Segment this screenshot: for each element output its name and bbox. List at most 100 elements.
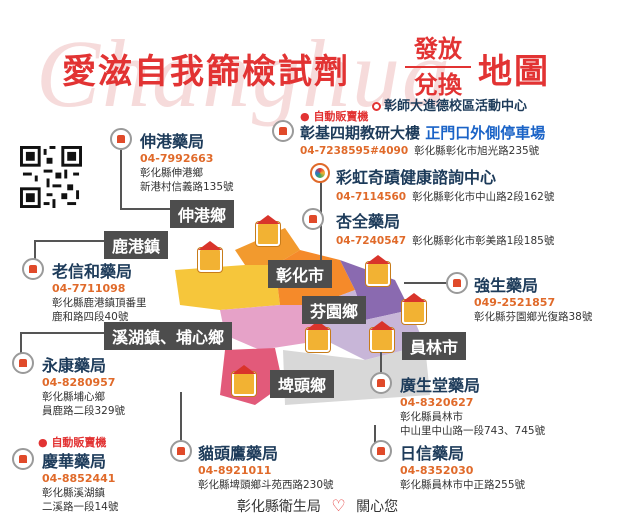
map-house-changhua[interactable] xyxy=(366,255,390,286)
connector-xihu-v xyxy=(20,332,22,354)
store-phone-caihong: 04-7114560 xyxy=(336,191,407,203)
building-pin-icon[interactable] xyxy=(272,120,294,142)
store-pin-rixin[interactable] xyxy=(370,440,392,462)
store-addr-caihong: 彰化縣彰化市中山路2段162號 xyxy=(412,191,555,203)
store-addr1-qinghua: 彰化縣溪湖鎮 xyxy=(42,487,105,499)
vending-label-top-text: 自動販賣機 xyxy=(313,110,369,123)
store-pin-shengang[interactable] xyxy=(110,128,132,150)
map-house-yuanlin[interactable] xyxy=(370,321,394,352)
store-addr2-yongkang: 員鹿路二段329號 xyxy=(42,405,126,417)
store-pin-qinghua[interactable] xyxy=(12,448,34,470)
connector-rixin xyxy=(374,425,376,445)
store-info-qinghua: 04-8852441 彰化縣溪湖鎮 二溪路一段14號 xyxy=(42,472,118,514)
region-label-fenyuan: 芬園鄉 xyxy=(302,296,367,324)
store-phone-xingquan: 04-7240547 xyxy=(336,235,407,247)
store-name-guangsheng: 廣生堂藥局 xyxy=(400,376,481,395)
store-phone-rixin: 04-8352030 xyxy=(400,464,474,477)
store-pin-yongkang[interactable] xyxy=(12,352,34,374)
region-lugang-shape xyxy=(175,265,280,310)
store-addr1-laoxinhe: 彰化縣鹿港鎮頂番里 xyxy=(52,297,147,309)
region-xihu-shape xyxy=(220,305,325,350)
store-pin-xingquan[interactable] xyxy=(302,208,324,230)
store-name-caihong: 彩虹奇蹟健康諮詢中心 xyxy=(336,168,497,187)
rainbow-icon[interactable] xyxy=(310,163,330,183)
store-info-qiangsheng: 049-2521857 彰化縣芬園鄉光復路38號 xyxy=(474,296,592,324)
store-name-xingquan: 杏全藥局 xyxy=(336,212,401,231)
store-phone-qiangsheng: 049-2521857 xyxy=(474,296,556,309)
building-address: 彰化縣彰化市旭光路235號 xyxy=(414,145,540,157)
region-label-xihu: 溪湖鎮、埔心鄉 xyxy=(104,322,233,350)
connector-shengang-h xyxy=(120,208,170,210)
store-name-maotouying: 貓頭鷹藥局 xyxy=(198,444,279,463)
connector-laoxinhe-v xyxy=(34,240,36,262)
footer: 彰化縣衛生局 ♡ 關心您 xyxy=(0,496,635,516)
store-info-guangsheng: 04-8320627 彰化縣員林市 中山里中山路一段743、745號 xyxy=(400,396,545,438)
store-pin-qiangsheng[interactable] xyxy=(446,272,468,294)
store-info-maotouying: 04-8921011 彰化縣埤頭鄉斗苑西路230號 xyxy=(198,464,334,492)
connector-pitou xyxy=(180,392,182,442)
store-info-laoxinhe: 04-7711098 彰化縣鹿港鎮頂番里 鹿和路四段40號 xyxy=(52,282,147,324)
store-phone-qinghua: 04-8852441 xyxy=(42,472,116,485)
connector-qiangsheng xyxy=(404,282,452,284)
store-phone-shengang: 04-7992663 xyxy=(140,152,214,165)
campus-note: 彰師大進德校區活動中心 xyxy=(372,95,527,114)
map-house-lugang[interactable] xyxy=(198,241,222,272)
store-addr2-qinghua: 二溪路一段14號 xyxy=(42,501,119,513)
connector-shengang xyxy=(120,150,122,208)
store-name-qiangsheng: 強生藥局 xyxy=(474,276,539,295)
building-headline: 彰基四期教研大樓 正門口外側停車場 xyxy=(300,122,545,143)
watermark-text: Changhua xyxy=(36,20,453,127)
store-info-xingquan: 04-7240547 彰化縣彰化市彰美路1段185號 xyxy=(336,234,554,248)
store-pin-maotouying[interactable] xyxy=(170,440,192,462)
store-phone-guangsheng: 04-8320627 xyxy=(400,396,474,409)
vending-label-top: ● 自動販賣機 xyxy=(300,110,369,123)
store-addr-xingquan: 彰化縣彰化市彰美路1段185號 xyxy=(412,235,555,247)
store-addr2-laoxinhe: 鹿和路四段40號 xyxy=(52,311,129,323)
footer-tagline: 關心您 xyxy=(356,499,399,515)
store-addr2-guangsheng: 中山里中山路一段743、745號 xyxy=(400,425,546,437)
store-pin-guangsheng[interactable] xyxy=(370,372,392,394)
title-stack: 發放 兌換 xyxy=(405,34,471,100)
title-divider xyxy=(405,66,471,68)
qr-code[interactable] xyxy=(20,146,82,208)
footer-org: 彰化縣衛生局 xyxy=(236,499,321,515)
title-main: 愛滋自我篩檢試劑 xyxy=(62,52,350,92)
region-label-shengang: 伸港鄉 xyxy=(170,200,235,228)
campus-text: 彰師大進德校區活動中心 xyxy=(384,99,528,114)
map-house-pitou[interactable] xyxy=(232,365,256,396)
region-label-pitou: 埤頭鄉 xyxy=(270,370,335,398)
store-addr-qiangsheng: 彰化縣芬園鄉光復路38號 xyxy=(474,311,593,323)
building-phone: 04-7238595#4090 xyxy=(300,145,409,157)
vending-label-qinghua-text: 自動販賣機 xyxy=(51,436,107,449)
title-bottom: 兌換 xyxy=(414,71,462,99)
building-info: 04-7238595#4090 彰化縣彰化市旭光路235號 xyxy=(300,144,539,158)
store-info-yongkang: 04-8280957 彰化縣埔心鄉 員鹿路二段329號 xyxy=(42,376,125,418)
store-pin-laoxinhe[interactable] xyxy=(22,258,44,280)
store-name-yongkang: 永康藥局 xyxy=(42,356,107,375)
connector-guangsheng xyxy=(380,352,382,380)
region-label-lugang: 鹿港鎮 xyxy=(104,231,169,259)
region-fenyuan-shape xyxy=(340,260,410,320)
map-house-fenyuan[interactable] xyxy=(402,293,426,324)
store-phone-maotouying: 04-8921011 xyxy=(198,464,272,477)
connector-laoxinhe xyxy=(34,240,104,242)
store-phone-laoxinhe: 04-7711098 xyxy=(52,282,126,295)
connector-xihu xyxy=(20,332,104,334)
region-shengang-shape xyxy=(235,228,300,265)
store-info-caihong: 04-7114560 彰化縣彰化市中山路2段162號 xyxy=(336,190,554,204)
store-addr2-shengang: 新港村信義路135號 xyxy=(140,181,234,193)
store-name-qinghua: 慶華藥局 xyxy=(42,452,107,471)
map-house-shengang[interactable] xyxy=(256,215,280,246)
store-info-shengang: 04-7992663 彰化縣伸港鄉 新港村信義路135號 xyxy=(140,152,234,194)
store-name-shengang: 伸港藥局 xyxy=(140,132,205,151)
store-addr1-guangsheng: 彰化縣員林市 xyxy=(400,411,463,423)
store-name-laoxinhe: 老信和藥局 xyxy=(52,262,133,281)
store-info-rixin: 04-8352030 彰化縣員林市中正路255號 xyxy=(400,464,525,492)
map-house-xihu[interactable] xyxy=(306,321,330,352)
region-label-changhua: 彰化市 xyxy=(268,260,333,288)
store-addr1-yongkang: 彰化縣埔心鄉 xyxy=(42,391,105,403)
building-name: 彰基四期教研大樓 xyxy=(300,124,421,142)
region-label-yuanlin: 員林市 xyxy=(402,332,467,360)
title-top: 發放 xyxy=(414,35,462,63)
building-spot: 正門口外側停車場 xyxy=(425,124,546,142)
